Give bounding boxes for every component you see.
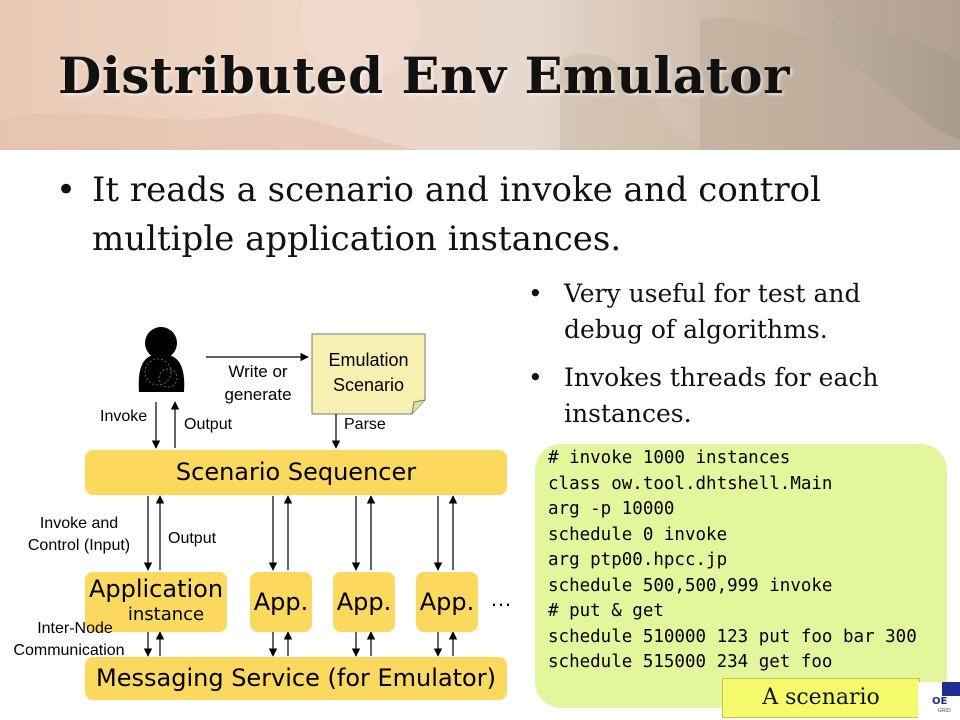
parse-label: Parse bbox=[344, 416, 386, 433]
person-icon bbox=[138, 327, 185, 392]
main-bullet-text: It reads a scenario and invoke and contr… bbox=[92, 170, 821, 259]
invoke-control-label-1: Invoke and bbox=[39, 515, 119, 532]
side-bullet-text: Very useful for test and debug of algori… bbox=[564, 279, 861, 344]
emulation-scenario-note bbox=[311, 333, 426, 415]
bullet-dot-icon: • bbox=[528, 363, 543, 392]
inter-node-label-2: Communication bbox=[13, 642, 125, 659]
side-bullet-1: • Very useful for test and debug of algo… bbox=[528, 276, 928, 348]
code-line: schedule 500,500,999 invoke bbox=[548, 576, 833, 596]
code-line: schedule 0 invoke bbox=[548, 525, 728, 545]
map-background bbox=[0, 0, 960, 150]
application-label: Application bbox=[88, 575, 224, 603]
code-line: arg -p 10000 bbox=[548, 499, 675, 519]
ellipsis-label: … bbox=[490, 586, 512, 611]
page-title: Distributed Env Emulator bbox=[58, 46, 790, 105]
application-instance-box: Application instance bbox=[85, 572, 227, 632]
logo-subtext: GRID bbox=[938, 708, 951, 714]
code-line: schedule 515000 234 get foo bbox=[548, 652, 833, 672]
invoke-label: Invoke bbox=[100, 408, 148, 425]
scenario-code-box bbox=[535, 444, 947, 708]
header-banner: Distributed Env Emulator bbox=[0, 0, 960, 150]
logo-text: OE bbox=[932, 696, 948, 707]
scenario-caption: A scenario bbox=[722, 678, 920, 718]
bullet-dot-icon: • bbox=[528, 279, 543, 308]
code-line: # invoke 1000 instances bbox=[548, 448, 791, 468]
write-generate-label-1: Write or bbox=[228, 362, 288, 381]
emulation-scenario-label-1: Emulation bbox=[328, 350, 409, 370]
app-box: App. bbox=[333, 572, 395, 632]
side-bullet-text: Invokes threads for each instances. bbox=[564, 363, 879, 428]
main-bullet: • It reads a scenario and invoke and con… bbox=[56, 166, 936, 264]
logo: OE GRID bbox=[918, 682, 960, 720]
scenario-sequencer-box: Scenario Sequencer bbox=[85, 450, 507, 495]
code-line: # put & get bbox=[548, 601, 664, 621]
logo-mark bbox=[942, 682, 960, 696]
side-bullet-2: • Invokes threads for each instances. bbox=[528, 360, 928, 432]
messaging-service-box: Messaging Service (for Emulator) bbox=[85, 657, 507, 700]
code-line: schedule 510000 123 put foo bar 300 bbox=[548, 627, 917, 647]
inter-node-label-1: Inter-Node bbox=[37, 620, 113, 637]
emulation-scenario-label-2: Scenario bbox=[332, 375, 405, 395]
invoke-control-label-2: Control (Input) bbox=[27, 537, 131, 554]
instance-label: instance bbox=[127, 604, 205, 625]
bullet-dot-icon: • bbox=[56, 170, 77, 210]
output-label-mid: Output bbox=[168, 530, 217, 547]
code-line: arg ptp00.hpcc.jp bbox=[548, 550, 728, 570]
code-line: class ow.tool.dhtshell.Main bbox=[548, 474, 833, 494]
output-label-top: Output bbox=[184, 416, 233, 433]
write-generate-label-2: generate bbox=[224, 385, 292, 404]
app-box: App. bbox=[416, 572, 478, 632]
app-box: App. bbox=[250, 572, 312, 632]
